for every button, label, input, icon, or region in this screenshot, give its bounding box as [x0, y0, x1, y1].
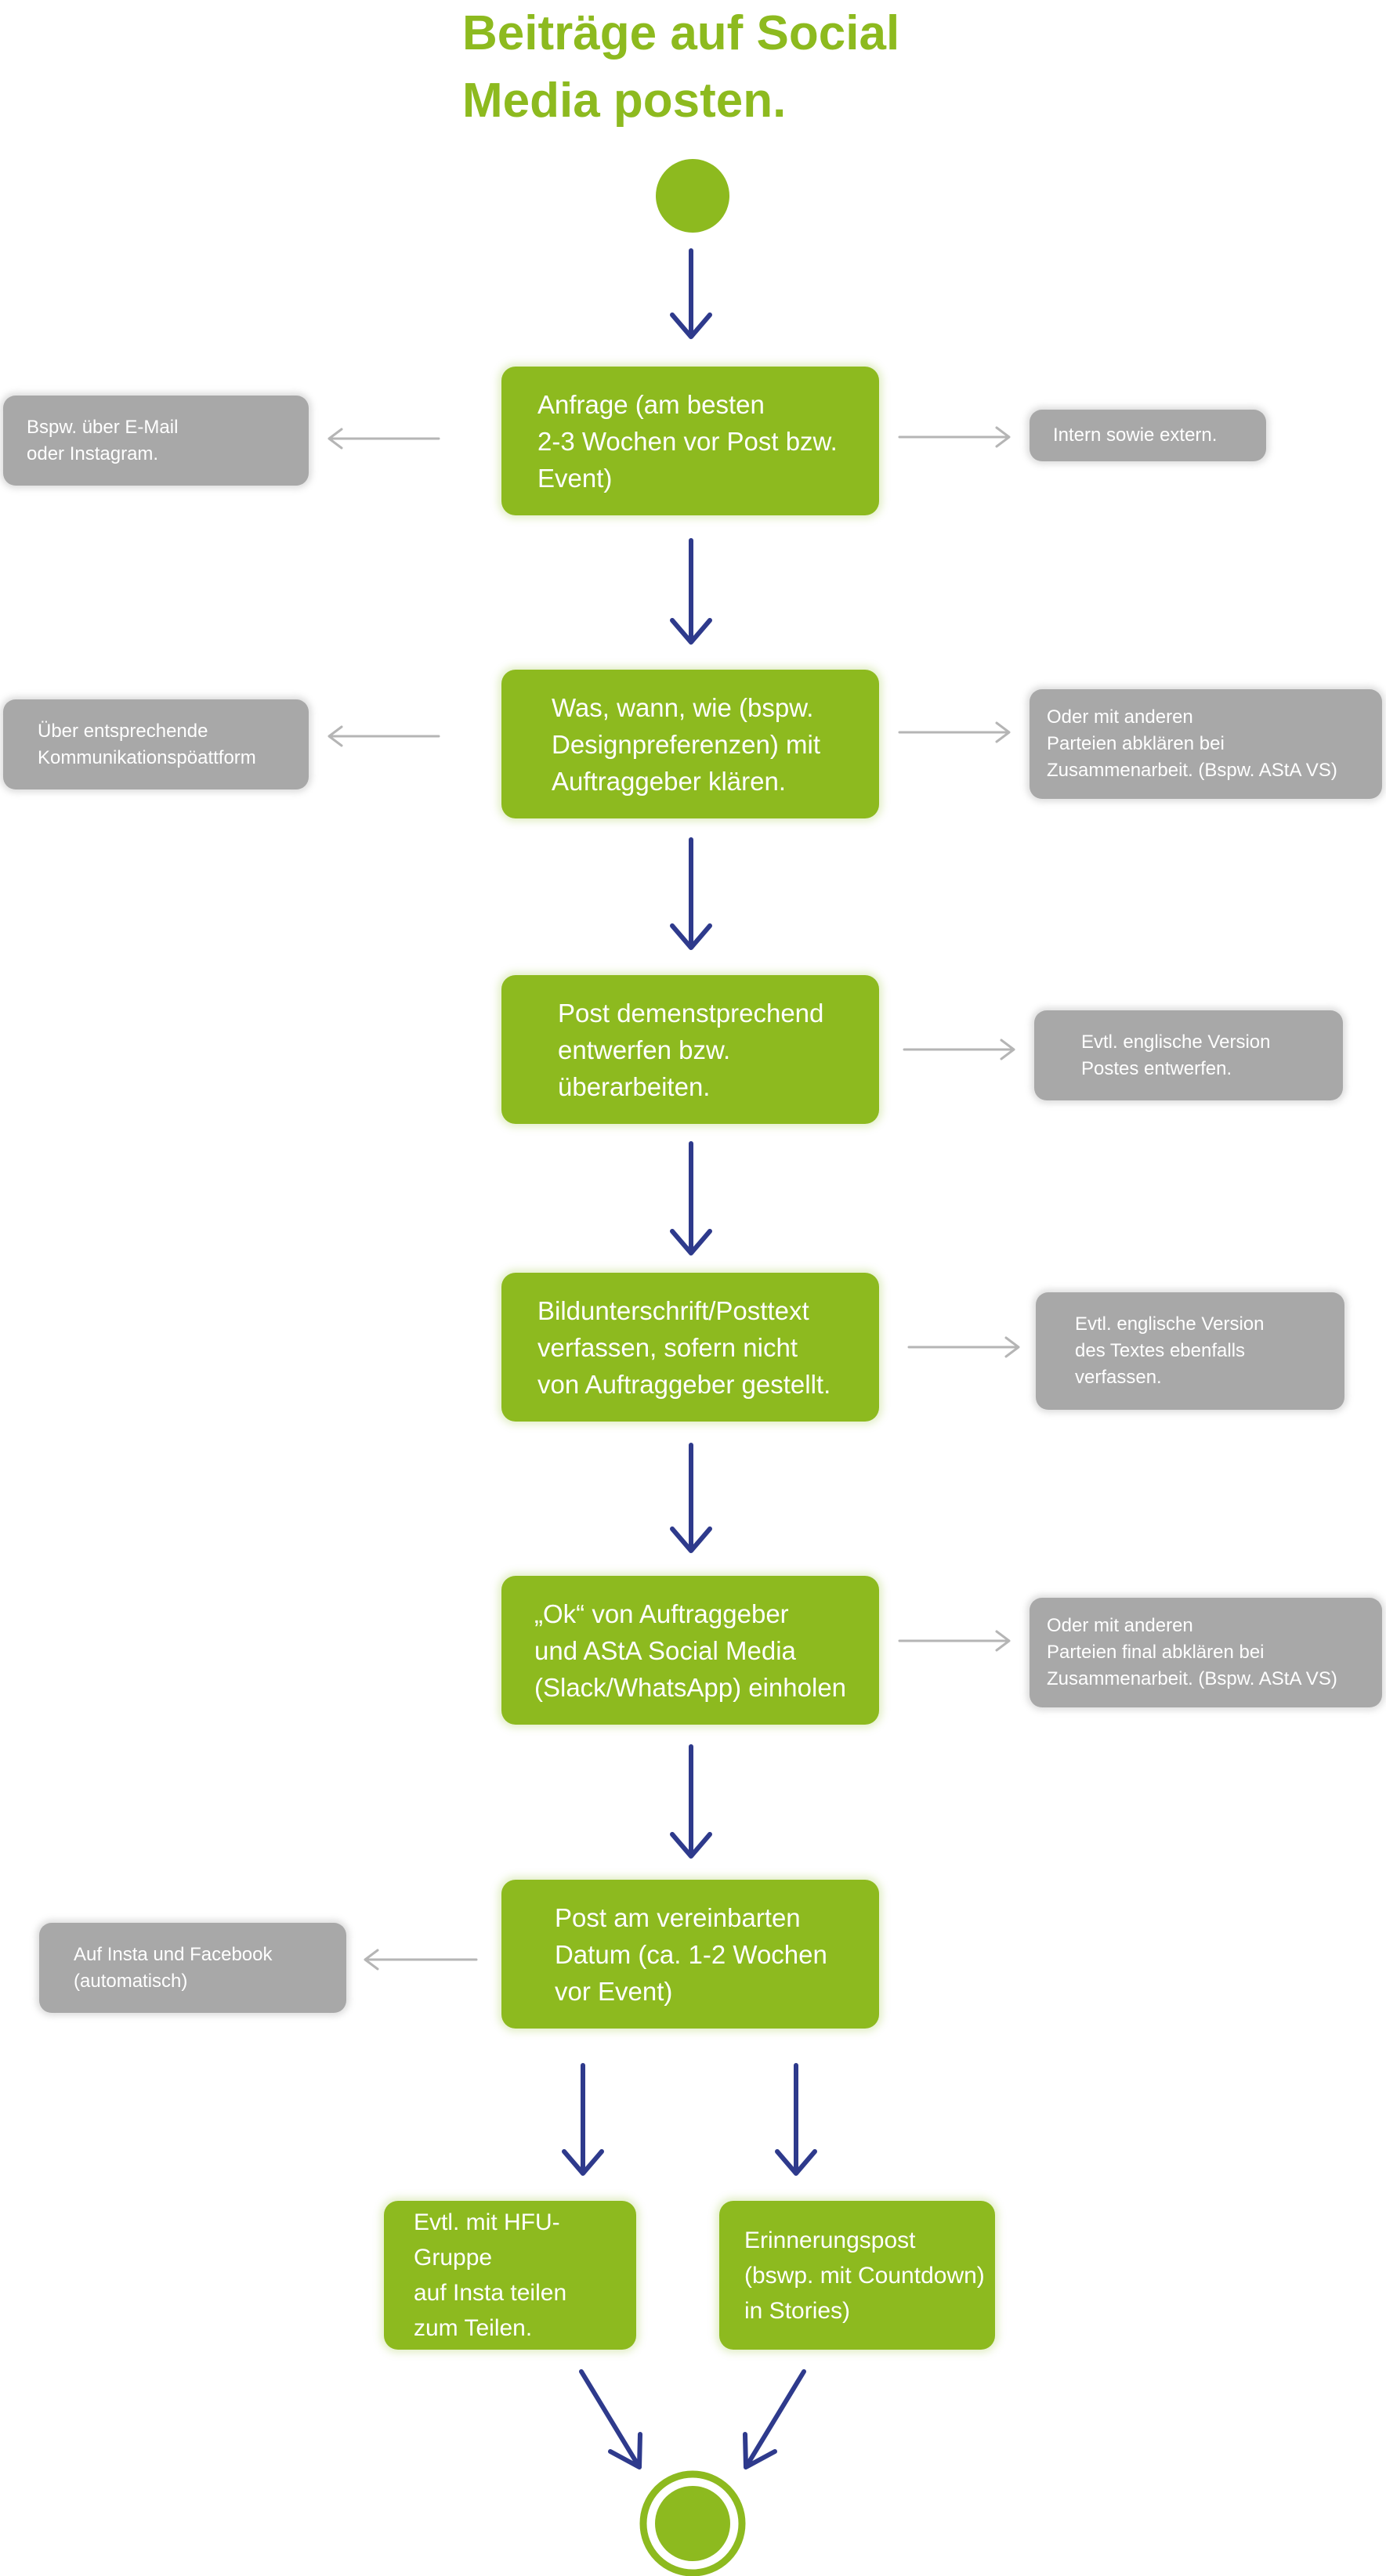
- note-clarify-left: Über entsprechende Kommunikationspöattfo…: [3, 699, 309, 789]
- step-share-group: Evtl. mit HFU-Gruppe auf Insta teilen zu…: [384, 2201, 636, 2350]
- step-label: Bildunterschrift/Posttext verfassen, sof…: [537, 1295, 831, 1399]
- side-arrow-left: [328, 428, 440, 450]
- step-caption: Bildunterschrift/Posttext verfassen, sof…: [501, 1273, 879, 1422]
- note-label: Bspw. über E-Mail oder Instagram.: [27, 416, 179, 464]
- step-request: Anfrage (am besten 2-3 Wochen vor Post b…: [501, 367, 879, 515]
- note-design-right: Evtl. englische Version Postes entwerfen…: [1034, 1010, 1343, 1100]
- note-label: Über entsprechende Kommunikationspöattfo…: [38, 720, 256, 768]
- note-label: Evtl. englische Version des Textes ebenf…: [1075, 1313, 1265, 1388]
- flow-arrow: [670, 248, 712, 339]
- note-request-right: Intern sowie extern.: [1030, 410, 1266, 461]
- step-label: Post demenstprechend entwerfen bzw. über…: [558, 998, 824, 1101]
- note-label: Oder mit anderen Parteien abklären bei Z…: [1047, 706, 1337, 781]
- note-caption-right: Evtl. englische Version des Textes ebenf…: [1036, 1292, 1344, 1410]
- step-label: Anfrage (am besten 2-3 Wochen vor Post b…: [537, 389, 838, 493]
- step-label: „Ok“ von Auftraggeber und AStA Social Me…: [534, 1599, 847, 1702]
- step-approval: „Ok“ von Auftraggeber und AStA Social Me…: [501, 1576, 879, 1725]
- step-design: Post demenstprechend entwerfen bzw. über…: [501, 975, 879, 1124]
- side-arrow-right: [898, 1630, 1011, 1652]
- side-arrow-right: [903, 1039, 1015, 1060]
- note-request-left: Bspw. über E-Mail oder Instagram.: [3, 396, 309, 486]
- note-approval-right: Oder mit anderen Parteien final abklären…: [1030, 1598, 1382, 1707]
- flow-arrow: [743, 2369, 806, 2469]
- flow-arrow: [579, 2369, 642, 2469]
- start-node: [656, 159, 729, 233]
- flow-arrow: [670, 1744, 712, 1859]
- flow-arrow: [670, 1141, 712, 1255]
- step-label: Erinnerungspost (bswp. mit Countdown) in…: [744, 2227, 985, 2324]
- note-label: Intern sowie extern.: [1053, 425, 1218, 446]
- side-arrow-right: [907, 1336, 1020, 1358]
- end-node-ring: [639, 2470, 746, 2576]
- step-label: Was, wann, wie (bspw. Designpreferenzen)…: [552, 692, 820, 796]
- note-clarify-right: Oder mit anderen Parteien abklären bei Z…: [1030, 689, 1382, 799]
- note-publish-left: Auf Insta und Facebook (automatisch): [39, 1923, 346, 2013]
- step-clarify: Was, wann, wie (bspw. Designpreferenzen)…: [501, 670, 879, 818]
- step-label: Evtl. mit HFU-Gruppe auf Insta teilen zu…: [414, 2209, 567, 2341]
- step-label: Post am vereinbarten Datum (ca. 1-2 Woch…: [555, 1902, 827, 2006]
- page-title: Beiträge auf Social Media posten.: [462, 6, 900, 128]
- side-arrow-left: [328, 725, 440, 747]
- flow-arrow: [775, 2063, 817, 2176]
- end-node-core: [655, 2486, 730, 2561]
- flow-arrow: [670, 538, 712, 645]
- flow-arrow: [670, 837, 712, 950]
- side-arrow-right: [898, 721, 1011, 743]
- note-label: Evtl. englische Version Postes entwerfen…: [1081, 1031, 1271, 1079]
- side-arrow-left: [364, 1949, 478, 1971]
- side-arrow-right: [898, 426, 1011, 448]
- step-publish: Post am vereinbarten Datum (ca. 1-2 Woch…: [501, 1880, 879, 2029]
- note-label: Oder mit anderen Parteien final abklären…: [1047, 1615, 1337, 1689]
- note-label: Auf Insta und Facebook (automatisch): [74, 1943, 273, 1992]
- flow-arrow: [670, 1443, 712, 1553]
- step-reminder: Erinnerungspost (bswp. mit Countdown) in…: [719, 2201, 995, 2350]
- flow-arrow: [562, 2063, 604, 2176]
